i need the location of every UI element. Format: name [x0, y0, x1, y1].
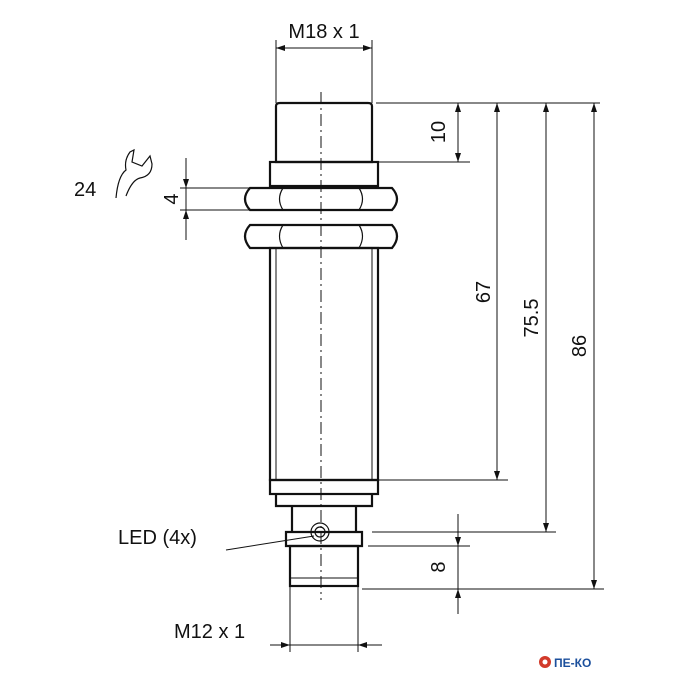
thread-collar: [268, 160, 380, 188]
label-10: 10: [428, 121, 450, 143]
dim-67: 67: [378, 102, 600, 481]
brand-logo: ПЕ-КО: [539, 656, 591, 670]
threaded-shaft: [268, 246, 380, 482]
dim-8: 8: [368, 514, 470, 614]
label-m18: M18 x 1: [288, 21, 359, 43]
label-led: LED (4x): [118, 527, 197, 549]
label-nut-thickness: 4: [161, 193, 183, 204]
nut-upper: [243, 186, 399, 212]
dim-m12: M12 x 1: [174, 586, 382, 652]
shoulder: [268, 478, 380, 496]
label-75-5: 75.5: [521, 299, 543, 338]
label-m12: M12 x 1: [174, 621, 245, 643]
led-window-inner: [314, 526, 326, 538]
sensor-body: [243, 92, 399, 600]
dim-86: 86: [362, 103, 604, 590]
m12-connector: [288, 544, 360, 588]
shoulder-lower: [274, 494, 374, 508]
led-callout: LED (4x): [118, 527, 315, 551]
led-ring: [284, 530, 364, 548]
wrench-icon: [115, 148, 153, 199]
dim-nut: 4 24: [74, 148, 250, 240]
led-window: [310, 522, 330, 542]
front-cap: [274, 101, 374, 164]
dim-75-5: 75.5: [372, 103, 556, 533]
logo-text: ПЕ-КО: [554, 656, 591, 670]
dim-m18: M18 x 1: [275, 21, 373, 103]
label-67: 67: [473, 281, 495, 303]
neck: [290, 506, 358, 532]
label-8: 8: [428, 561, 450, 572]
label-wrench: 24: [74, 179, 96, 201]
label-86: 86: [569, 335, 591, 357]
nut-lower: [243, 223, 399, 250]
dim-10: 10: [376, 102, 470, 163]
